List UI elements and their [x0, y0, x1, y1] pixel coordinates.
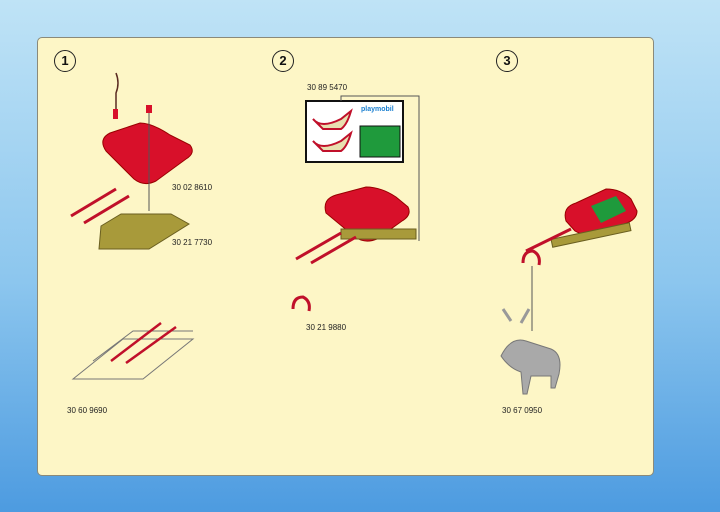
- sprue-frame-illustration: [71, 322, 195, 380]
- reindeer-illustration: [500, 308, 561, 395]
- part-number: 30 21 7730: [172, 238, 213, 247]
- completed-sleigh-illustration: [521, 188, 638, 331]
- assembly-illustrations: playmobil: [70, 72, 638, 395]
- step-number-1: 1: [54, 50, 76, 72]
- step-number-3: 3: [496, 50, 518, 72]
- part-number: 30 60 9690: [67, 406, 108, 415]
- instruction-panel: playmobil 1 2 3 30 02 8610 30 21 7730 30…: [37, 37, 654, 476]
- part-number: 30 21 9880: [306, 323, 347, 332]
- part-number: 30 89 5470: [307, 83, 348, 92]
- sticker-brand: playmobil: [361, 106, 394, 113]
- part-number: 30 67 0950: [502, 406, 543, 415]
- sleigh-assembly-illustration: [291, 186, 417, 312]
- step-number-2: 2: [272, 50, 294, 72]
- part-number: 30 02 8610: [172, 183, 213, 192]
- sticker-sheet-illustration: playmobil: [305, 95, 420, 241]
- sleigh-body-illustration: [70, 72, 193, 250]
